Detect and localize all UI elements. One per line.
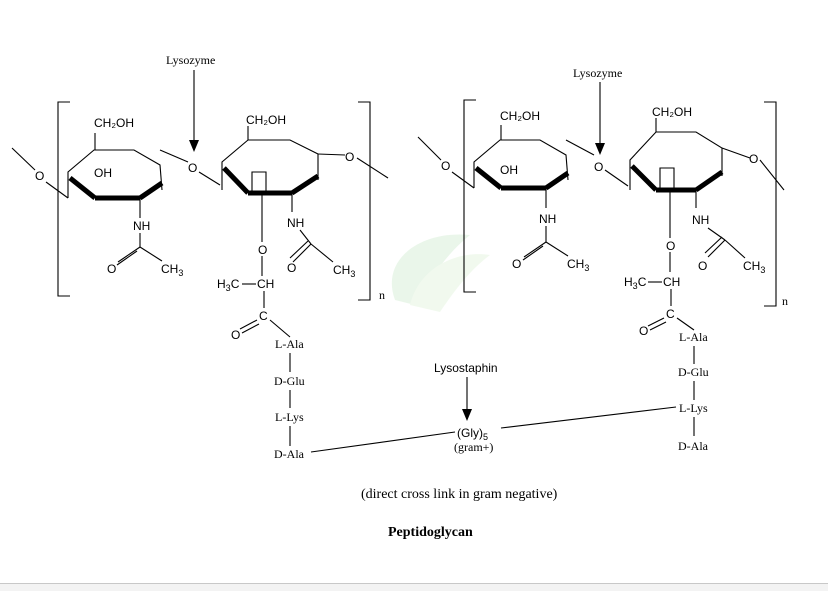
right-peptide-1: L-Ala (679, 330, 708, 344)
right-ch3-1: CH3 (567, 257, 589, 273)
right-glycosidic-oxygen: O (594, 160, 603, 174)
right-ch3-2: CH3 (743, 259, 765, 275)
diagram-title: Peptidoglycan (388, 525, 473, 540)
right-peptide-3: L-Lys (679, 401, 708, 415)
left-peptide-carbonyl-o: O (231, 328, 240, 342)
left-glycosidic-oxygen: O (188, 161, 197, 175)
right-ch: CH (663, 275, 680, 289)
left-nh-1: NH (133, 219, 150, 233)
left-peptide-3: L-Lys (275, 410, 304, 424)
left-carbonyl-c: C (259, 309, 268, 323)
left-ch: CH (257, 277, 274, 291)
gram-positive-note: (gram+) (454, 440, 493, 454)
right-carbonyl-c: C (666, 307, 675, 321)
left-peptide-4: D-Ala (274, 447, 305, 461)
right-carbonyl-o-2: O (698, 259, 707, 273)
cross-link-caption: (direct cross link in gram negative) (361, 487, 558, 502)
left-h3c: H3C (217, 277, 240, 293)
left-repeat-unit: n O CH₂OH OH NH O CH3 O Lysozyme (11, 53, 389, 461)
right-nh-2: NH (692, 213, 709, 227)
right-ch2oh-1: CH₂OH (500, 109, 540, 123)
right-peptide-4: D-Ala (678, 439, 709, 453)
left-carbonyl-o-2: O (287, 261, 296, 275)
right-repeat-unit: n O CH₂OH OH NH O CH3 O Lysozyme CH₂OH N (417, 66, 788, 453)
left-linking-oxygen-2: O (345, 150, 354, 164)
right-lysozyme-label: Lysozyme (573, 66, 622, 80)
right-repeat-n: n (782, 294, 788, 308)
left-peptide-2: D-Glu (274, 374, 305, 388)
left-oh: OH (94, 166, 112, 180)
left-linking-oxygen-1: O (35, 169, 44, 183)
left-lactyl-oxygen: O (258, 243, 267, 257)
right-oh: OH (500, 163, 518, 177)
lysostaphin-label: Lysostaphin (434, 361, 498, 375)
right-linking-oxygen-2: O (749, 152, 758, 166)
left-carbonyl-o-1: O (107, 262, 116, 276)
horizontal-scrollbar[interactable] (0, 583, 828, 591)
left-repeat-n: n (379, 288, 385, 302)
right-linking-oxygen-1: O (441, 159, 450, 173)
right-lactyl-oxygen: O (666, 239, 675, 253)
right-h3c: H3C (624, 275, 647, 291)
left-lysozyme-label: Lysozyme (166, 53, 215, 67)
watermark (391, 234, 490, 312)
left-nh-2: NH (287, 216, 304, 230)
left-ch3-1: CH3 (161, 262, 183, 278)
right-carbonyl-o-1: O (512, 257, 521, 271)
left-ch2oh-1: CH₂OH (94, 116, 134, 130)
right-peptide-carbonyl-o: O (639, 324, 648, 338)
right-peptide-2: D-Glu (678, 365, 709, 379)
left-ch2oh-2: CH₂OH (246, 113, 286, 127)
left-ch3-2: CH3 (333, 263, 355, 279)
right-ch2oh-2: CH₂OH (652, 105, 692, 119)
left-peptide-1: L-Ala (275, 337, 304, 351)
right-nh-1: NH (539, 212, 556, 226)
pentaglycine-bridge: (Gly)5 (gram+) Lysostaphin (310, 361, 677, 454)
gly5-label: (Gly)5 (457, 426, 488, 442)
